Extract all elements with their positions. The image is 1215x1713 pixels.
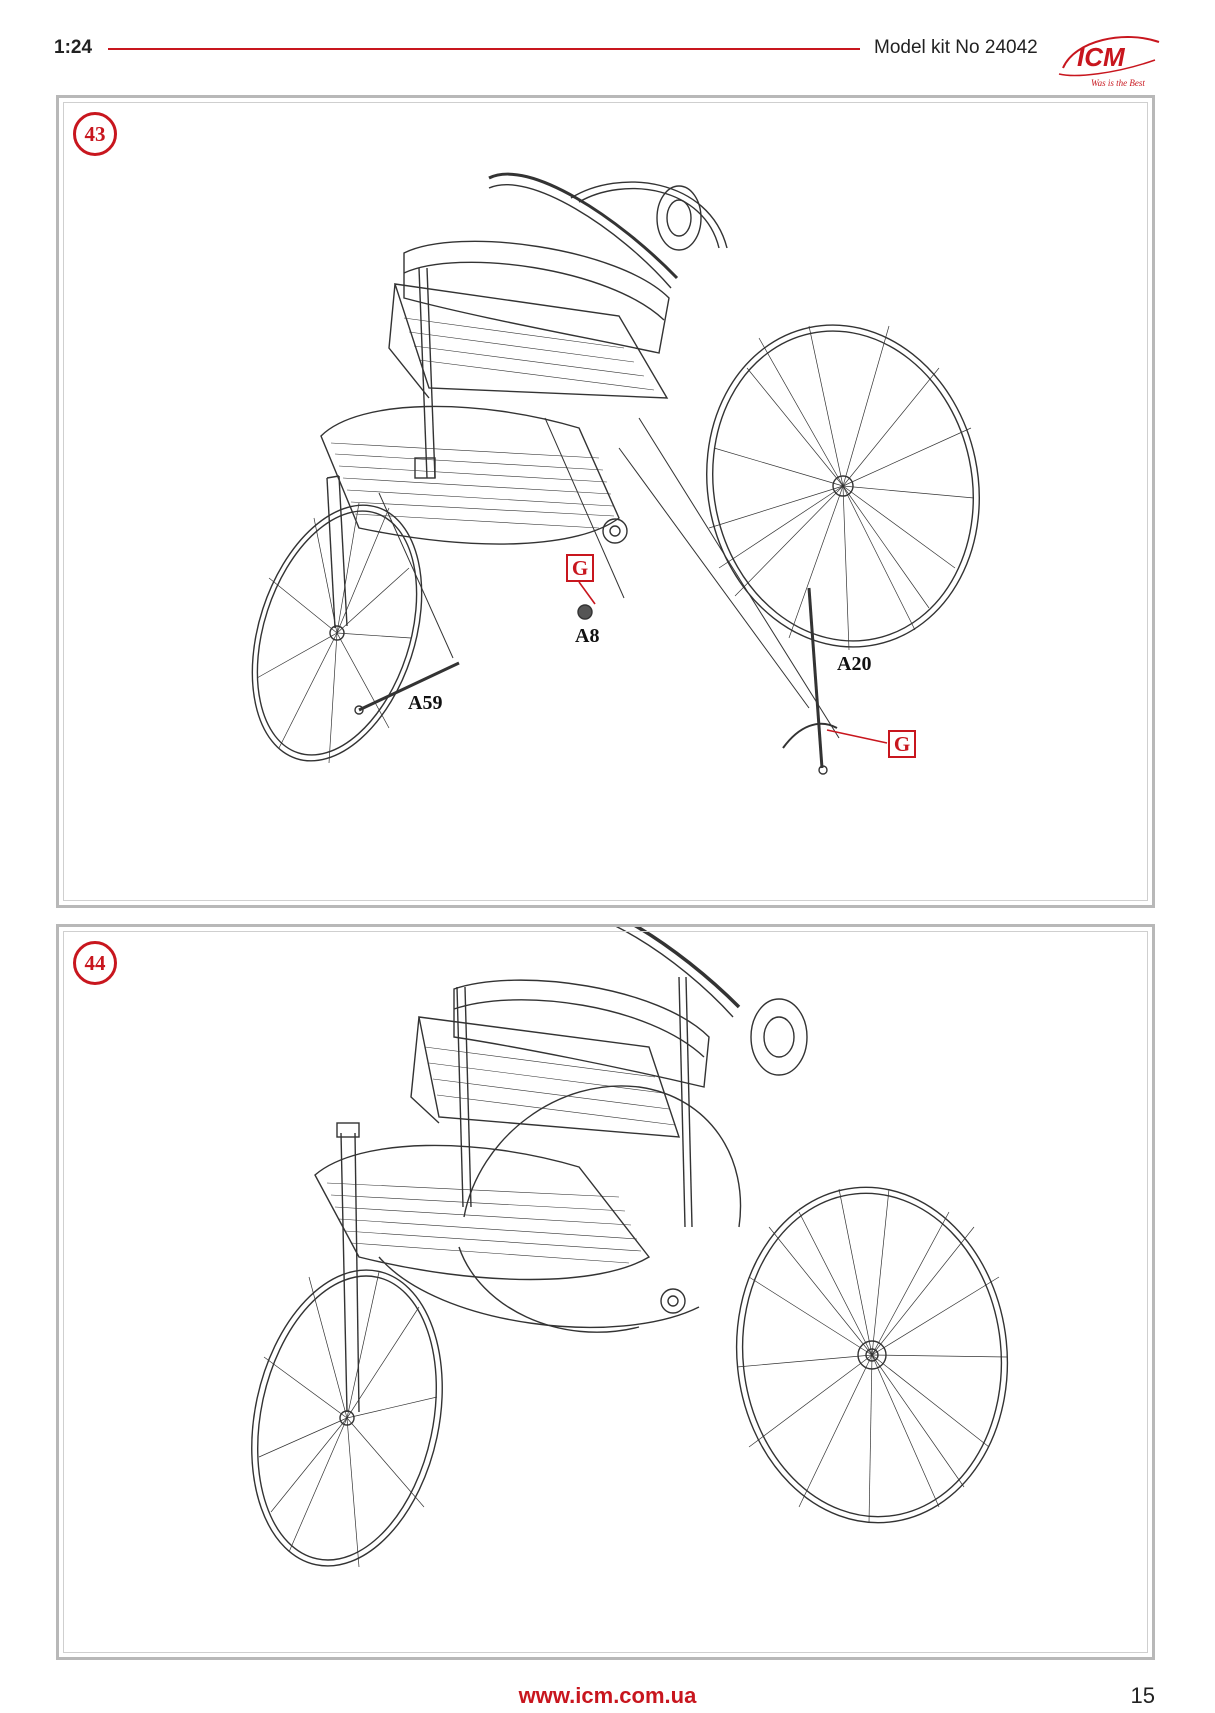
header-rule: [108, 48, 860, 50]
logo-tagline: Was is the Best: [1091, 78, 1145, 88]
part-label-a8: A8: [575, 625, 600, 647]
page-header: 1:24 Model kit No 24042 ICM Was is the B…: [0, 0, 1215, 95]
scale-label: 1:24: [54, 37, 93, 58]
front-wheel: [251, 504, 423, 762]
glue-marker: G: [566, 554, 594, 582]
icm-logo: ICM Was is the Best: [1055, 30, 1165, 90]
step-number: 43: [73, 112, 117, 156]
step-44-illustration: [251, 927, 1009, 1568]
icm-logo-icon: ICM Was is the Best: [1058, 36, 1160, 88]
rear-wheel-spokes: [708, 325, 975, 651]
step-44-panel: 44: [56, 924, 1155, 1660]
step-43-illustration: [251, 172, 980, 775]
step-number: 44: [73, 941, 117, 985]
logo-wordmark: ICM: [1077, 42, 1126, 72]
part-label-a59: A59: [408, 692, 443, 714]
part-label-a20: A20: [837, 653, 872, 675]
kit-title: Model kit No 24042: [874, 37, 1038, 58]
page-number: 15: [1130, 1683, 1155, 1708]
glue-marker: G: [888, 730, 916, 758]
footer-url[interactable]: www.icm.com.ua: [518, 1683, 697, 1708]
step-43-panel: 43: [56, 95, 1155, 908]
